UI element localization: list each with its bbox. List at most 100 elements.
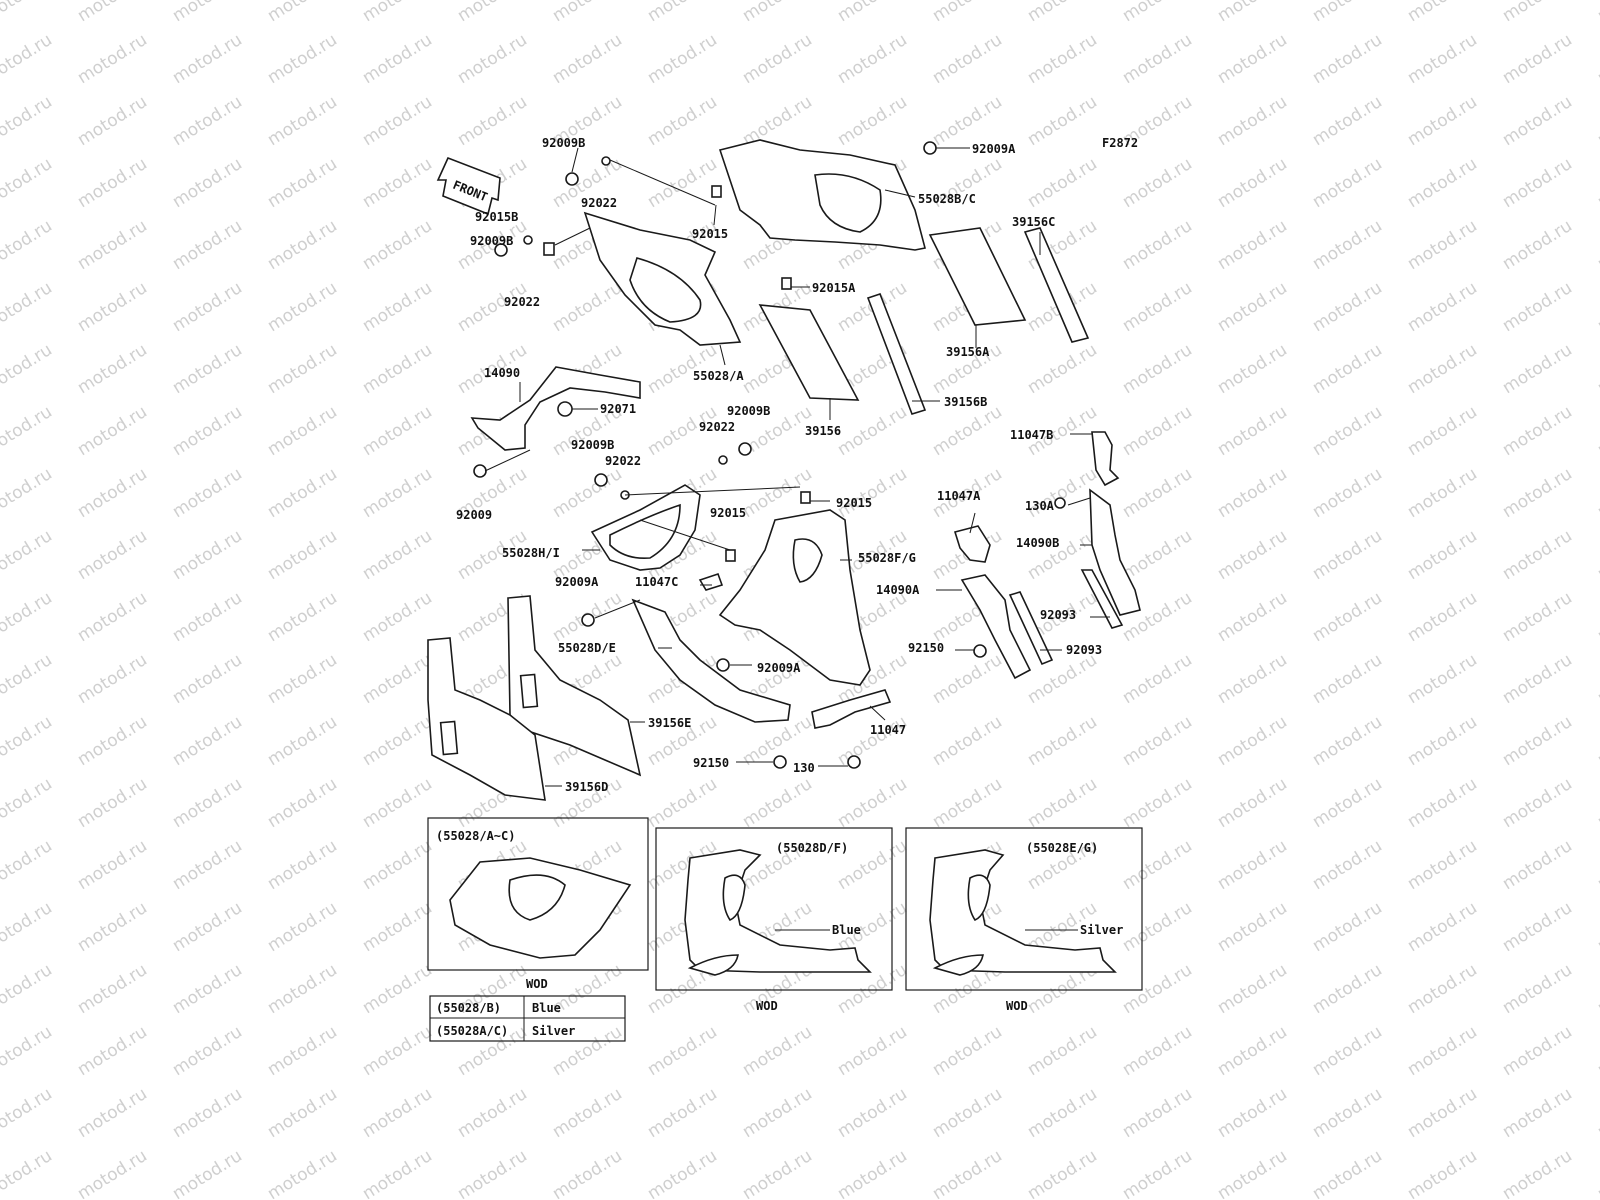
- watermark-text: motod.ru: [169, 216, 246, 274]
- watermark-text: motod.ru: [1404, 836, 1481, 894]
- label-55028A: 55028/A: [693, 369, 744, 383]
- watermark-text: motod.ru: [169, 712, 246, 770]
- watermark-text: motod.ru: [1024, 92, 1101, 150]
- inset-55028-eg: (55028E/G) Silver WOD: [905, 827, 1143, 1013]
- watermark-text: motod.ru: [834, 1084, 911, 1142]
- watermark-text: motod.ru: [359, 588, 436, 646]
- watermark-text: motod.ru: [1309, 30, 1386, 88]
- watermark-text: motod.ru: [169, 92, 246, 150]
- watermark-text: motod.ru: [359, 712, 436, 770]
- decal-39156b: [866, 293, 927, 415]
- watermark-text: motod.ru: [1309, 1084, 1386, 1142]
- watermark-text: motod.ru: [1499, 30, 1576, 88]
- bracket-11047c: [698, 572, 724, 591]
- watermark-text: motod.ru: [74, 526, 151, 584]
- watermark-text: motod.ru: [264, 0, 341, 26]
- upper-cowl-55028-a: [583, 211, 742, 346]
- watermark-text: motod.ru: [1214, 712, 1291, 770]
- watermark-text: motod.ru: [1594, 774, 1600, 832]
- watermark-text: motod.ru: [1594, 898, 1600, 956]
- watermark-text: motod.ru: [1309, 898, 1386, 956]
- watermark-text: motod.ru: [1119, 1146, 1196, 1200]
- watermark-text: motod.ru: [1309, 340, 1386, 398]
- watermark-text: motod.ru: [74, 650, 151, 708]
- watermark-text: motod.ru: [1119, 154, 1196, 212]
- watermark-text: motod.ru: [1499, 650, 1576, 708]
- watermark-text: motod.ru: [1309, 712, 1386, 770]
- inset-df-color: Blue: [832, 923, 861, 937]
- watermark-text: motod.ru: [359, 216, 436, 274]
- watermark-text: motod.ru: [0, 712, 56, 770]
- watermark-text: motod.ru: [1499, 1146, 1576, 1200]
- watermark-text: motod.ru: [1214, 154, 1291, 212]
- watermark-text: motod.ru: [0, 402, 56, 460]
- watermark-text: motod.ru: [1499, 216, 1576, 274]
- label-11047A: 11047A: [937, 489, 981, 503]
- watermark-text: motod.ru: [644, 1022, 721, 1080]
- watermark-text: motod.ru: [0, 1084, 56, 1142]
- watermark-text: motod.ru: [169, 588, 246, 646]
- label-130A: 130A: [1025, 499, 1055, 513]
- watermark-text: motod.ru: [1119, 1084, 1196, 1142]
- label-39156: 39156: [805, 424, 841, 438]
- watermark-text: motod.ru: [359, 526, 436, 584]
- watermark-text: motod.ru: [1594, 526, 1600, 584]
- inset-ac-title: (55028/A~C): [436, 829, 515, 843]
- watermark-text: motod.ru: [1404, 278, 1481, 336]
- label-39156B: 39156B: [944, 395, 987, 409]
- watermark-text: motod.ru: [1309, 774, 1386, 832]
- label-92009B-1: 92009B: [542, 136, 585, 150]
- watermark-text: motod.ru: [1214, 92, 1291, 150]
- watermark-text: motod.ru: [1119, 0, 1196, 26]
- watermark-text: motod.ru: [1214, 898, 1291, 956]
- watermark-text: motod.ru: [1119, 402, 1196, 460]
- watermark-text: motod.ru: [264, 774, 341, 832]
- watermark-text: motod.ru: [834, 92, 911, 150]
- watermark-text: motod.ru: [74, 0, 151, 26]
- watermark-text: motod.ru: [1499, 1022, 1576, 1080]
- watermark-text: motod.ru: [264, 1146, 341, 1200]
- watermark-text: motod.ru: [264, 712, 341, 770]
- watermark-text: motod.ru: [1499, 402, 1576, 460]
- fastener-layer: [473, 141, 1066, 769]
- watermark-text: motod.ru: [834, 0, 911, 26]
- watermark-text: motod.ru: [1309, 92, 1386, 150]
- inset-ac-caption: WOD: [526, 977, 548, 991]
- watermark-text: motod.ru: [1404, 340, 1481, 398]
- label-92150-1: 92150: [908, 641, 944, 655]
- bracket-14090b: [1089, 488, 1141, 616]
- watermark-text: motod.ru: [1499, 588, 1576, 646]
- watermark-text: motod.ru: [1594, 960, 1600, 1018]
- label-92022-2: 92022: [504, 295, 540, 309]
- watermark-text: motod.ru: [359, 1022, 436, 1080]
- label-14090A: 14090A: [876, 583, 920, 597]
- watermark-text: motod.ru: [1404, 898, 1481, 956]
- watermark-text: motod.ru: [1214, 1022, 1291, 1080]
- watermark-text: motod.ru: [0, 1146, 56, 1200]
- watermark-text: motod.ru: [359, 402, 436, 460]
- label-92022-1: 92022: [581, 196, 617, 210]
- watermark-text: motod.ru: [169, 650, 246, 708]
- watermark-text: motod.ru: [0, 216, 56, 274]
- label-92009B-2: 92009B: [470, 234, 513, 248]
- label-92015B: 92015B: [475, 210, 518, 224]
- watermark-text: motod.ru: [1594, 154, 1600, 212]
- watermark-text: motod.ru: [1214, 960, 1291, 1018]
- watermark-text: motod.ru: [549, 0, 626, 26]
- decal-39156: [758, 304, 860, 401]
- leader-lines: [484, 147, 1110, 787]
- watermark-text: motod.ru: [74, 464, 151, 522]
- inset-eg-caption: WOD: [1006, 999, 1028, 1013]
- watermark-text: motod.ru: [74, 92, 151, 150]
- watermark-text: motod.ru: [644, 30, 721, 88]
- watermark-text: motod.ru: [1024, 1022, 1101, 1080]
- watermark-text: motod.ru: [169, 464, 246, 522]
- watermark-text: motod.ru: [169, 402, 246, 460]
- watermark-text: motod.ru: [74, 712, 151, 770]
- watermark-text: motod.ru: [169, 154, 246, 212]
- watermark-text: motod.ru: [1594, 278, 1600, 336]
- watermark-text: motod.ru: [929, 650, 1006, 708]
- watermark-text: motod.ru: [264, 278, 341, 336]
- label-11047B: 11047B: [1010, 428, 1053, 442]
